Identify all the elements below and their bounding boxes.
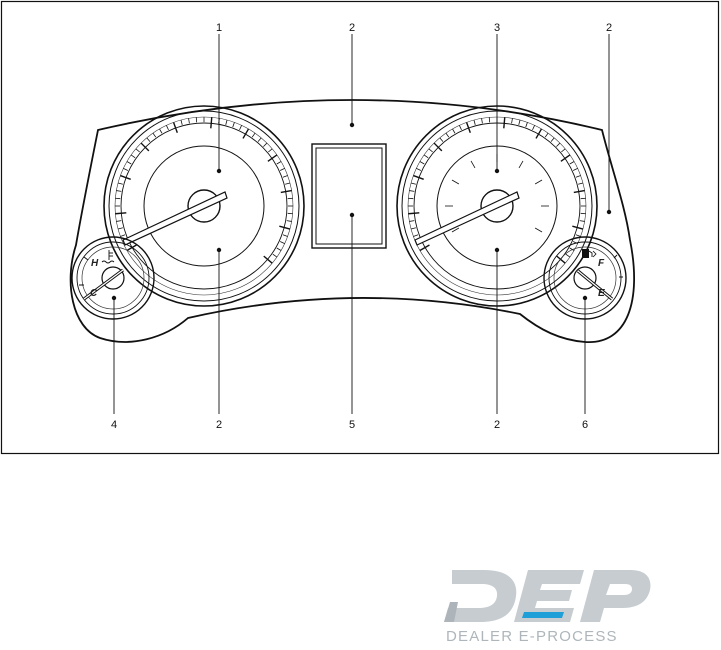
callout-2-bottom-right: 2 [494,419,500,431]
gauge-tick [551,138,554,142]
gauge-tick [424,155,428,158]
gauge-tick [277,248,281,251]
coolant-temperature-icon [102,250,114,263]
gauge-tick [519,120,520,125]
figure-frame [2,2,719,454]
gauge-tick [482,118,483,123]
gauge-tick [280,241,285,243]
gauge-tick [268,149,272,152]
gauge-tick [285,183,290,184]
fuel-pump-icon [582,249,596,258]
gauge-tick [420,162,424,165]
gauge-tick [127,162,131,165]
gauge-tick [411,183,416,184]
callout-2-top-center: 2 [349,22,355,34]
gauge-tick [280,168,285,170]
gauge-tick [166,125,168,130]
callout-leaders [114,34,609,414]
gauge-tick [573,168,578,170]
gauge-tick [281,191,292,193]
gauge-tick [115,213,126,214]
gauge-tick [556,143,560,147]
gauge-tick [535,180,542,184]
left-main-gauge [104,106,304,306]
gauge-tick [570,162,574,165]
callout-2-bottom-left: 2 [216,419,222,431]
gauge-tick [211,117,212,128]
gauge-tick [578,183,583,184]
gauge-tick [580,221,585,222]
gauge-tick [434,143,442,151]
callout-2-top-right: 2 [606,22,612,34]
gauge-tick [287,221,292,222]
gauge-tick [118,183,123,184]
temp-hot-letter: H [91,258,99,269]
callout-1: 1 [216,22,222,34]
dep-logo-mark [444,570,650,622]
gauge-tick [474,120,475,125]
gauge-tick [416,168,421,170]
gauge-tick [574,191,585,193]
gauge-tick [411,228,416,229]
gauge-tick [136,149,140,152]
gauge-tick [561,155,570,161]
gauge-tick [252,133,255,137]
gauge-tick [233,122,235,127]
gauge-tick [576,235,581,237]
gauge-tick [526,122,528,127]
instrument-cluster-diagram: H C F E [0,0,721,455]
logo-subtitle: DEALER E-PROCESS [446,628,618,644]
gauge-tick [453,129,456,133]
gauge-tick [459,125,461,130]
gauge-tick [277,162,281,165]
callout-4: 4 [111,419,117,431]
gauge-tick [409,191,414,192]
gauge-tick [268,155,277,161]
temp-cold-letter: C [90,288,98,299]
gauge-tick [446,133,449,137]
gauge-tick [283,235,288,237]
gauge-tick [239,125,241,130]
gauge-tick [226,120,227,125]
gauge-tick [409,221,414,222]
gauge-tick [413,235,418,237]
center-display [312,144,386,248]
gauge-tick [532,125,534,130]
callout-6: 6 [582,419,588,431]
gauge-tick [283,176,288,178]
gauge-tick [123,168,128,170]
gauge-tick [131,155,135,158]
gauge-tick [263,143,267,147]
gauge-tick [258,138,261,142]
fuel-empty-letter: E [598,288,605,299]
gauge-tick [116,191,121,192]
gauge-tick [561,149,565,152]
gauge-tick [576,176,581,178]
gauge-tick [452,180,459,184]
dealer-e-process-logo: DEALER E-PROCESS [444,568,652,644]
gauge-tick [566,254,570,257]
gauge-tick [153,133,156,137]
fuel-full-letter: F [598,258,605,269]
gauge-tick [147,138,150,142]
callout-5: 5 [349,419,355,431]
gauge-tick [116,221,121,222]
gauge-tick [545,133,548,137]
gauge-tick [429,149,433,152]
callout-3: 3 [494,22,500,34]
gauge-tick [535,228,542,232]
gauge-tick [160,129,163,133]
gauge-tick [408,213,419,214]
gauge-tick [504,117,505,128]
gauge-tick [512,118,513,123]
gauge-tick [440,138,443,142]
gauge-tick [189,118,190,123]
gauge-tick [141,143,149,151]
gauge-tick [120,235,125,237]
gauge-tick [519,161,523,168]
gauge-tick [471,161,475,168]
gauge-tick [273,254,277,257]
gauge-tick [118,228,123,229]
gauge-tick [181,120,182,125]
